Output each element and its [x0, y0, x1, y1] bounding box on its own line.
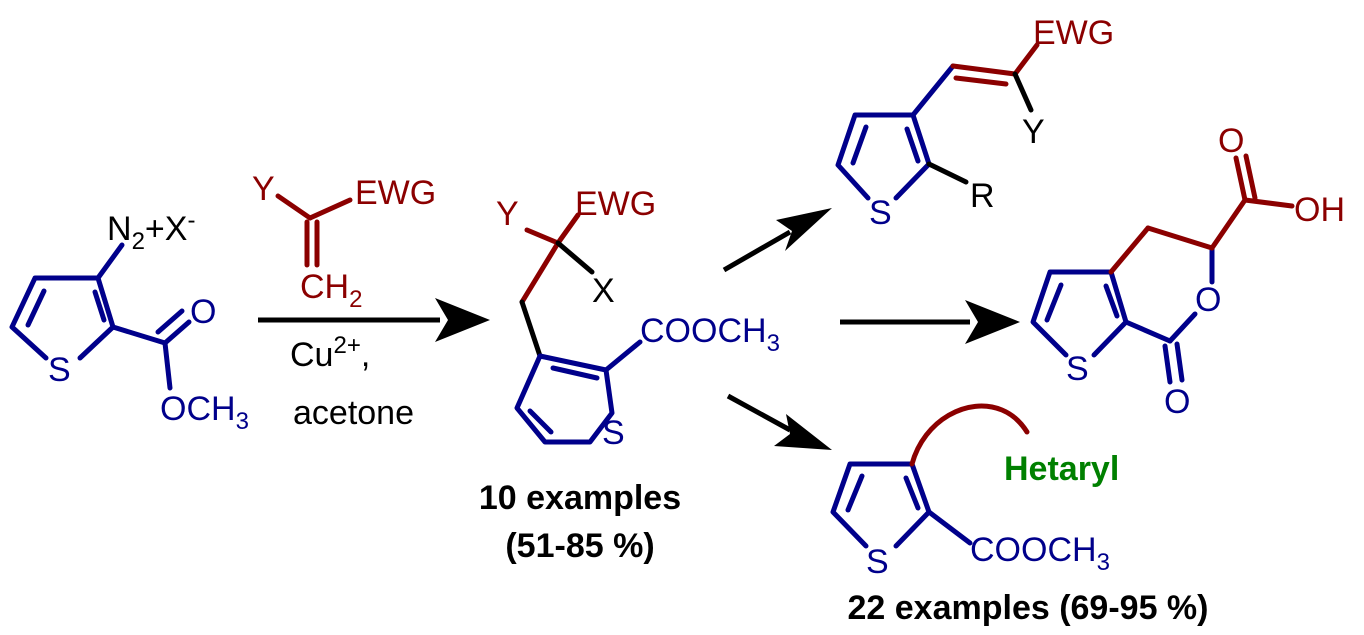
main-reaction-arrow: [258, 298, 490, 342]
reagent-ch-sub: 2: [349, 286, 362, 313]
starting-material: S O OCH3 N2+X-: [9, 207, 249, 435]
diazonium-n: N: [107, 210, 132, 248]
central-thiophene-ring: [514, 339, 643, 445]
central-ewg: EWG: [575, 185, 656, 223]
starting-ester-sub: 3: [236, 408, 249, 435]
arrow-to-lactone: [840, 300, 1020, 344]
central-ester-label: COOCH3: [640, 312, 780, 357]
diazonium-label: N2+X-: [107, 207, 195, 255]
hetaryl-cooch-sub: 3: [1097, 549, 1110, 576]
diazonium-plus-x: +X: [145, 210, 188, 248]
lactone-acid-oh: OH: [1294, 191, 1345, 229]
alkene-r: R: [970, 177, 995, 215]
starting-carbonyl-oxygen: O: [190, 293, 216, 331]
catalyst-comma: ,: [361, 336, 370, 374]
diazonium-sup: -: [187, 207, 195, 234]
central-product: Y EWG X COOCH3 S 10 examples (51-85 %): [479, 185, 780, 565]
lactone-acid-oxygen: O: [1218, 122, 1244, 160]
catalyst-label: Cu2+,: [290, 332, 370, 374]
hetaryl-cooch: COOCH: [970, 531, 1097, 569]
alkene-y: Y: [1022, 113, 1045, 151]
starting-ester-label: OCH3: [160, 390, 249, 435]
central-x: X: [592, 272, 615, 310]
hetaryl-annulation-arc: [909, 403, 1030, 467]
starting-ester-och: OCH: [160, 390, 236, 428]
hetaryl-ring-sulfur: S: [866, 543, 889, 581]
alkene-ewg: EWG: [1033, 14, 1114, 52]
hetaryl-ester-label: COOCH3: [970, 531, 1110, 576]
reagent-ch: CH: [300, 268, 349, 306]
central-ring-sulfur: S: [602, 414, 625, 452]
central-cooch: COOCH: [640, 312, 767, 350]
hetaryl-examples-count: 22 examples (69-95 %): [848, 589, 1209, 627]
diazonium-sub: 2: [132, 228, 145, 255]
reagent-ch2: CH2: [300, 268, 362, 313]
alkene-product: EWG Y R S: [835, 14, 1114, 232]
alkene-ring-sulfur: S: [869, 194, 892, 232]
catalyst-cu: Cu: [290, 336, 333, 374]
hetaryl-label: Hetaryl: [1004, 450, 1119, 488]
starting-thiophene-ring: [9, 242, 192, 391]
catalyst-sup: 2+: [333, 332, 360, 359]
central-examples-count: 10 examples: [479, 479, 681, 517]
lactone-thiophene-ring: [1030, 245, 1215, 385]
starting-ring-sulfur: S: [48, 351, 71, 389]
solvent-label: acetone: [293, 394, 414, 432]
lactone-ring-oxygen: O: [1195, 281, 1221, 319]
arrow-to-alkene: [722, 208, 832, 273]
arrow-to-hetaryl: [726, 393, 832, 450]
alkene-thiophene-ring: [835, 63, 956, 201]
reagent-ewg: EWG: [355, 174, 436, 212]
reagent-alkene: Y EWG CH2: [252, 170, 436, 313]
central-y: Y: [496, 195, 519, 233]
lactone-ring-sulfur: S: [1066, 350, 1089, 388]
hetaryl-product: Hetaryl COOCH3 S 22 examples (69-95 %): [830, 403, 1209, 627]
lactone-product: O OH O O S: [1030, 122, 1345, 421]
reagent-y: Y: [252, 170, 275, 208]
central-yield-range: (51-85 %): [505, 527, 654, 565]
central-cooch-sub: 3: [767, 330, 780, 357]
lactone-carbonyl-oxygen: O: [1164, 383, 1190, 421]
hetaryl-thiophene-ring: [830, 461, 973, 549]
